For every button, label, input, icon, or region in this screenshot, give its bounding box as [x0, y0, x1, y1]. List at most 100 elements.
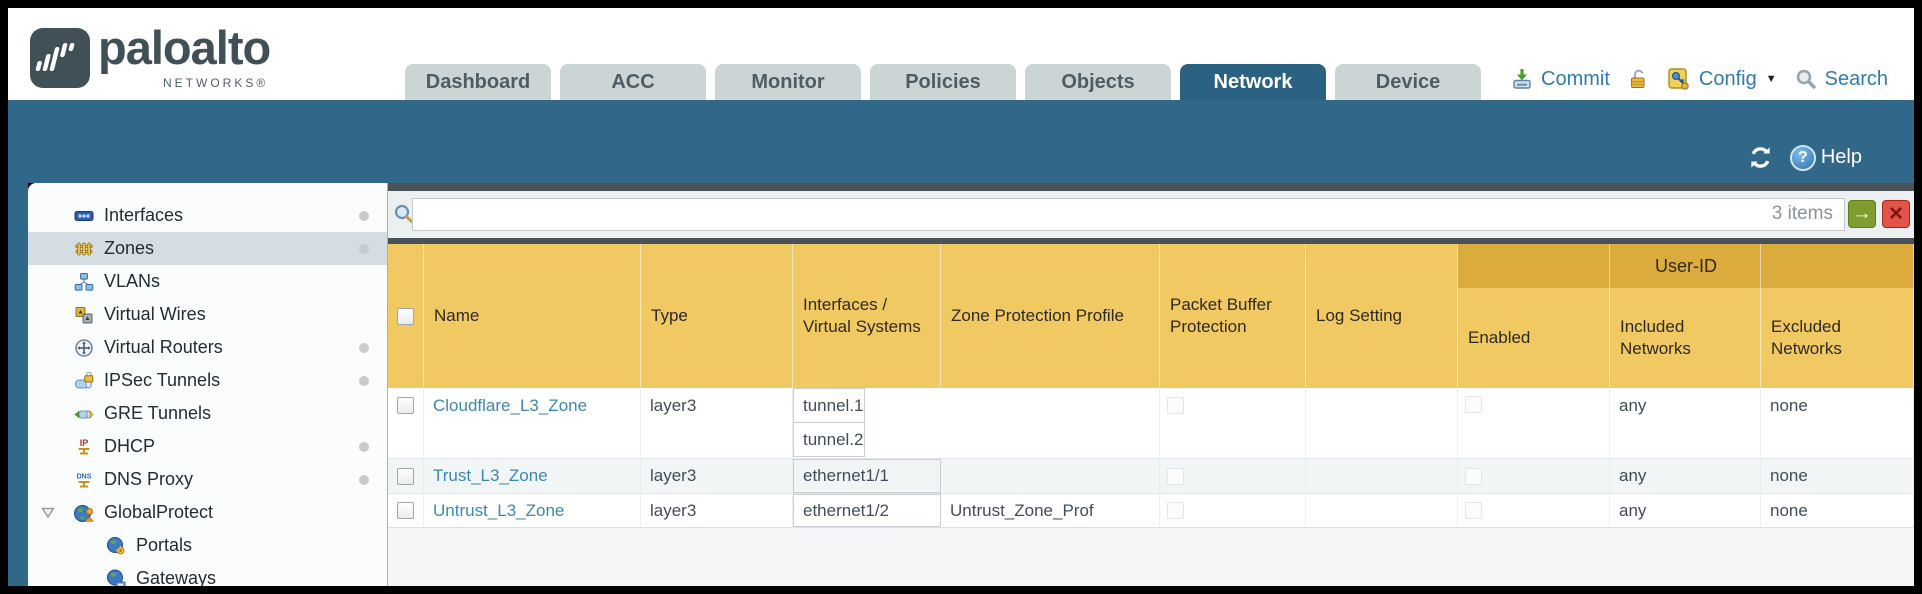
dns-icon-glyph: DNS	[77, 473, 92, 480]
packet-buffer-protection-checkbox[interactable]	[1167, 502, 1184, 519]
logo-networks-text: NETWORKS®	[163, 76, 269, 90]
commit-button[interactable]: Commit	[1510, 67, 1610, 91]
config-icon	[1668, 68, 1689, 90]
logo-wordmark: paloalto	[98, 21, 271, 74]
panel-top-edge	[388, 183, 1914, 191]
included-networks: any	[1610, 494, 1761, 527]
filter-input-wrap: 3 items	[412, 198, 1845, 231]
zone-protection-profile	[941, 459, 1160, 493]
column-header-zone-protection-profile[interactable]: Zone Protection Profile	[941, 244, 1160, 388]
sidebar-item-globalprotect[interactable]: GlobalProtect	[28, 496, 387, 529]
config-label: Config	[1698, 67, 1757, 90]
user-id-enabled-checkbox[interactable]	[1465, 467, 1482, 485]
table-row: Untrust_L3_Zone layer3 ethernet1/2 Untru…	[388, 493, 1914, 528]
table-row: Trust_L3_Zone layer3 ethernet1/1 any non…	[388, 458, 1914, 493]
column-header-log-setting[interactable]: Log Setting	[1306, 244, 1458, 388]
column-header-excluded-networks[interactable]: Excluded Networks	[1761, 244, 1914, 388]
zone-type: layer3	[641, 459, 793, 493]
column-header-interfaces[interactable]: Interfaces / Virtual Systems	[793, 244, 941, 388]
status-dot	[359, 243, 369, 254]
toolbar-bottom-edge	[388, 238, 1914, 244]
status-dot	[359, 342, 369, 353]
search-label: Search	[1824, 67, 1888, 90]
apply-filter-button[interactable]: →	[1848, 200, 1876, 228]
config-button[interactable]: Config ▼	[1666, 66, 1777, 92]
status-dot	[359, 210, 369, 221]
tab-objects[interactable]: Objects	[1025, 64, 1171, 100]
row-checkbox[interactable]	[397, 502, 414, 519]
sidebar-item-label: DNS Proxy	[104, 469, 194, 489]
sidebar-item-virtual-routers[interactable]: Virtual Routers	[28, 331, 387, 364]
column-header-included-networks[interactable]: Included Networks	[1610, 244, 1761, 388]
tab-policies[interactable]: Policies	[870, 64, 1016, 100]
table-header: User-ID Name Type Interfaces / Virtual S…	[388, 244, 1914, 388]
chevron-down-icon: ▼	[1765, 73, 1777, 85]
column-header-enabled[interactable]: Enabled	[1458, 244, 1610, 388]
user-id-enabled-checkbox[interactable]	[1465, 502, 1482, 519]
user-id-group-header: User-ID	[1458, 244, 1914, 288]
tab-network[interactable]: Network	[1180, 64, 1326, 100]
interface-entry: tunnel.1	[793, 388, 865, 423]
sidebar-item-gateways[interactable]: Gateways	[28, 562, 387, 586]
column-header-packet-buffer-protection[interactable]: Packet Buffer Protection	[1160, 244, 1306, 388]
zone-protection-profile	[941, 388, 1160, 458]
zone-name-link[interactable]: Cloudflare_L3_Zone	[433, 396, 588, 415]
tab-device[interactable]: Device	[1335, 64, 1481, 100]
sidebar-item-label: GRE Tunnels	[104, 403, 212, 423]
sidebar-item-label: Interfaces	[104, 205, 184, 225]
zones-icon	[75, 242, 93, 255]
column-header-type[interactable]: Type	[641, 244, 793, 388]
user-id-enabled-checkbox[interactable]	[1465, 396, 1482, 413]
zone-type: layer3	[641, 388, 793, 458]
sidebar-item-portals[interactable]: Portals	[28, 529, 387, 562]
table-empty-area	[388, 528, 1914, 586]
clear-filter-button[interactable]: ×	[1882, 200, 1910, 228]
left-background-strip	[8, 183, 28, 586]
network-sidebar: Interfaces Zones VLANs	[28, 183, 388, 586]
row-checkbox[interactable]	[397, 467, 414, 485]
select-all-checkbox[interactable]	[397, 307, 414, 325]
main-nav-tabs: Dashboard ACC Monitor Policies Objects N…	[405, 64, 1481, 100]
status-dot	[359, 441, 369, 452]
gre-tunnels-icon	[74, 410, 94, 418]
lock-button[interactable]	[1627, 68, 1649, 90]
interfaces-icon	[74, 210, 94, 221]
table-row: Cloudflare_L3_Zone layer3 tunnel.1 tunne…	[388, 388, 1914, 458]
expander-triangle-icon[interactable]	[40, 504, 56, 520]
sidebar-item-ipsec-tunnels[interactable]: IPSec Tunnels	[28, 364, 387, 397]
paloalto-logo-icon	[30, 28, 90, 88]
column-header-name[interactable]: Name	[424, 244, 641, 388]
zone-type: layer3	[641, 494, 793, 527]
filter-input[interactable]	[412, 198, 1845, 231]
sidebar-item-zones[interactable]: Zones	[28, 232, 387, 265]
tab-monitor[interactable]: Monitor	[715, 64, 861, 100]
dhcp-icon-glyph: IP	[80, 438, 89, 448]
tab-dashboard[interactable]: Dashboard	[405, 64, 551, 100]
refresh-button[interactable]	[1747, 144, 1774, 171]
zone-name-link[interactable]: Untrust_L3_Zone	[433, 500, 565, 520]
packet-buffer-protection-checkbox[interactable]	[1167, 467, 1184, 485]
sidebar-item-virtual-wires[interactable]: Virtual Wires	[28, 298, 387, 331]
row-checkbox[interactable]	[397, 397, 414, 414]
packet-buffer-protection-checkbox[interactable]	[1167, 397, 1184, 414]
dhcp-icon: IP	[78, 438, 90, 454]
excluded-networks: none	[1761, 388, 1914, 458]
sidebar-item-dhcp[interactable]: IP DHCP	[28, 430, 387, 463]
excluded-networks: none	[1761, 459, 1914, 493]
zone-interfaces-cell: tunnel.1 tunnel.2	[793, 388, 941, 458]
help-button[interactable]: ? Help	[1789, 144, 1862, 171]
sidebar-item-vlans[interactable]: VLANs	[28, 265, 387, 298]
gateways-icon	[107, 569, 126, 586]
zone-name-link[interactable]: Trust_L3_Zone	[433, 466, 548, 485]
tab-acc[interactable]: ACC	[560, 64, 706, 100]
sidebar-item-label: Portals	[136, 535, 193, 555]
global-search-button[interactable]: Search	[1794, 67, 1888, 91]
interface-entry: ethernet1/2	[793, 494, 941, 527]
sub-header-band: ? Help	[8, 100, 1914, 183]
sidebar-item-gre-tunnels[interactable]: GRE Tunnels	[28, 397, 387, 430]
refresh-icon	[1751, 147, 1770, 168]
sidebar-item-dns-proxy[interactable]: DNS DNS Proxy	[28, 463, 387, 496]
sidebar-item-label: IPSec Tunnels	[104, 370, 221, 390]
sidebar-item-interfaces[interactable]: Interfaces	[28, 199, 387, 232]
